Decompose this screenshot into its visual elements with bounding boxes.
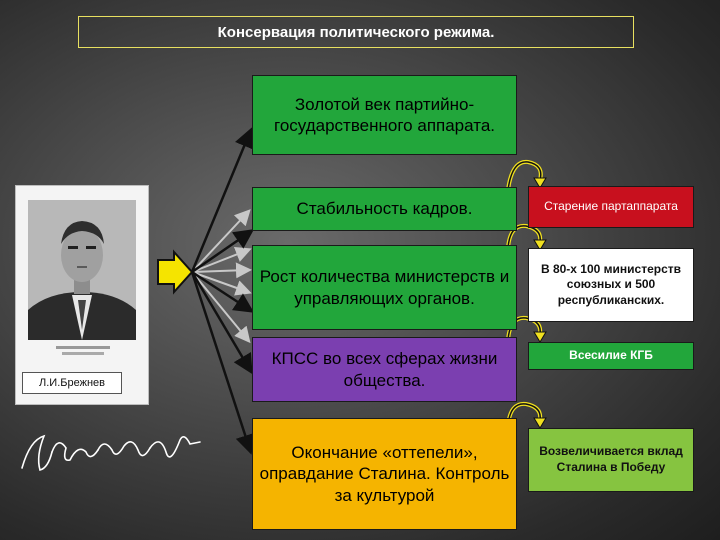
fan-arrow [191,271,251,344]
portrait-text-line [62,352,104,355]
portrait-text-line [56,346,110,349]
box-golden-age: Золотой век партийно-государственного ап… [252,75,517,155]
curl-arrowhead-icon [533,331,547,343]
fan-arrow [190,271,255,455]
light-fan-arrows [191,209,252,344]
curl-arrowhead-icon [533,417,547,429]
curl-arrowhead-icon [533,177,547,189]
brezhnev-signature [21,434,201,471]
side-kgb-power: Всесилие КГБ [528,342,694,370]
box-cpsu-spheres: КПСС во всех сферах жизни общества. [252,337,517,402]
curl-arrow-outline [507,161,542,191]
box-ministries-growth: Рост количества министерств и управляющи… [252,245,517,330]
side-stalin-victory: Возвеличивается вклад Сталина в Победу [528,428,694,492]
fan-arrow [190,271,253,375]
side-aging-apparatus: Старение партаппарата [528,186,694,228]
slide-title: Консервация политического режима. [78,16,634,48]
fan-arrow [191,262,252,279]
dark-fan-arrows [190,127,255,455]
box-thaw-end: Окончание «оттепели», оправдание Сталина… [252,418,517,530]
fan-arrow [190,127,254,273]
box-cadre-stability: Стабильность кадров. [252,187,517,231]
yellow-arrow-icon [157,249,194,295]
portrait-frame [15,185,149,405]
curl-arrow-outline [507,403,541,427]
fan-arrow [191,270,255,313]
brezhnev-portrait [28,200,136,340]
fan-arrow [191,246,252,273]
fan-arrow [191,229,255,274]
curl-arrowhead-icon [533,239,547,251]
portrait-caption: Л.И.Брежнев [22,372,122,394]
fan-arrow [191,271,252,296]
curl-arrow-outline [507,225,541,249]
side-ministries-count: В 80-х 100 министерств союзных и 500 рес… [528,248,694,322]
fan-arrow [191,209,251,273]
